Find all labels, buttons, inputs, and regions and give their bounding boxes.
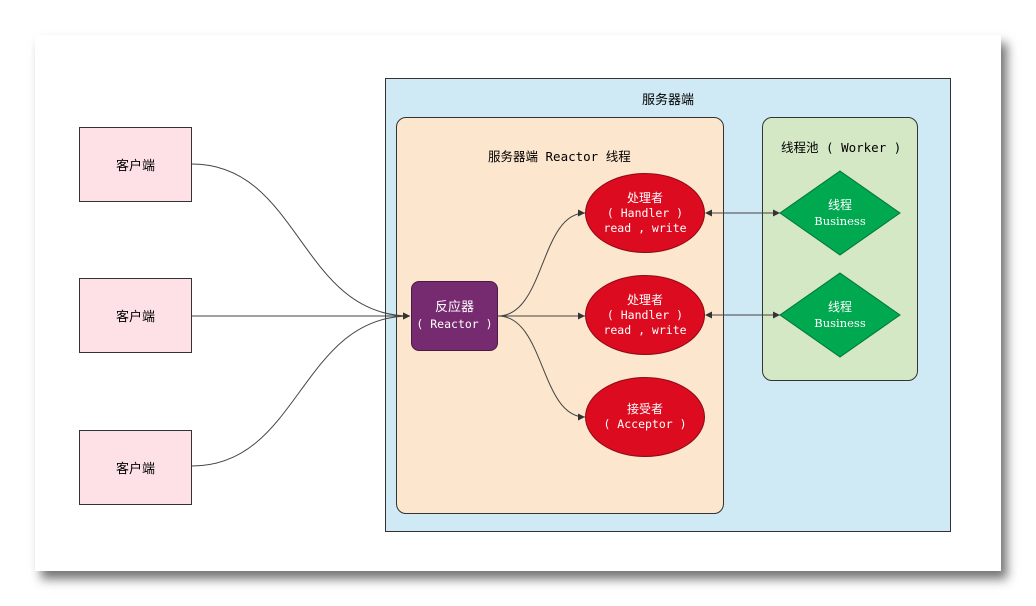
worker-sublabel: Business [814, 214, 866, 228]
client-label: 客户端 [115, 462, 155, 477]
server-title: 服务器端 [641, 93, 694, 108]
acceptor-label: 接受者 [626, 402, 663, 416]
worker-node-1: 线程 Business [780, 171, 900, 255]
acceptor-sublabel: ( Acceptor ) [603, 417, 687, 431]
thread-pool-title: 线程池 ( Worker ) [781, 140, 902, 155]
worker-label: 线程 [827, 198, 852, 212]
worker-node-2: 线程 Business [780, 273, 900, 357]
handler-node-1: 处理者 ( Handler ) read , write [585, 173, 705, 253]
client-label: 客户端 [115, 310, 155, 325]
reactor-sublabel: ( Reactor ) [416, 317, 493, 331]
worker-sublabel: Business [814, 316, 866, 330]
acceptor-node: 接受者 ( Acceptor ) [585, 377, 705, 457]
handler-node-2: 处理者 ( Handler ) read , write [585, 275, 705, 355]
handler-label: 处理者 [626, 190, 663, 205]
client-label: 客户端 [115, 159, 155, 174]
client-node-3: 客户端 [79, 430, 192, 505]
handler-label: 处理者 [626, 292, 663, 307]
client-node-2: 客户端 [79, 278, 192, 353]
reactor-node: 反应器 ( Reactor ) [411, 281, 498, 351]
handler-ops: read , write [603, 220, 687, 235]
worker-label: 线程 [827, 300, 852, 314]
handler-ops: read , write [603, 322, 687, 337]
handler-sublabel: ( Handler ) [606, 307, 684, 322]
reactor-thread-title: 服务器端 Reactor 线程 [488, 149, 631, 164]
reactor-label: 反应器 [434, 300, 474, 315]
handler-sublabel: ( Handler ) [606, 205, 684, 220]
client-node-1: 客户端 [79, 127, 192, 202]
